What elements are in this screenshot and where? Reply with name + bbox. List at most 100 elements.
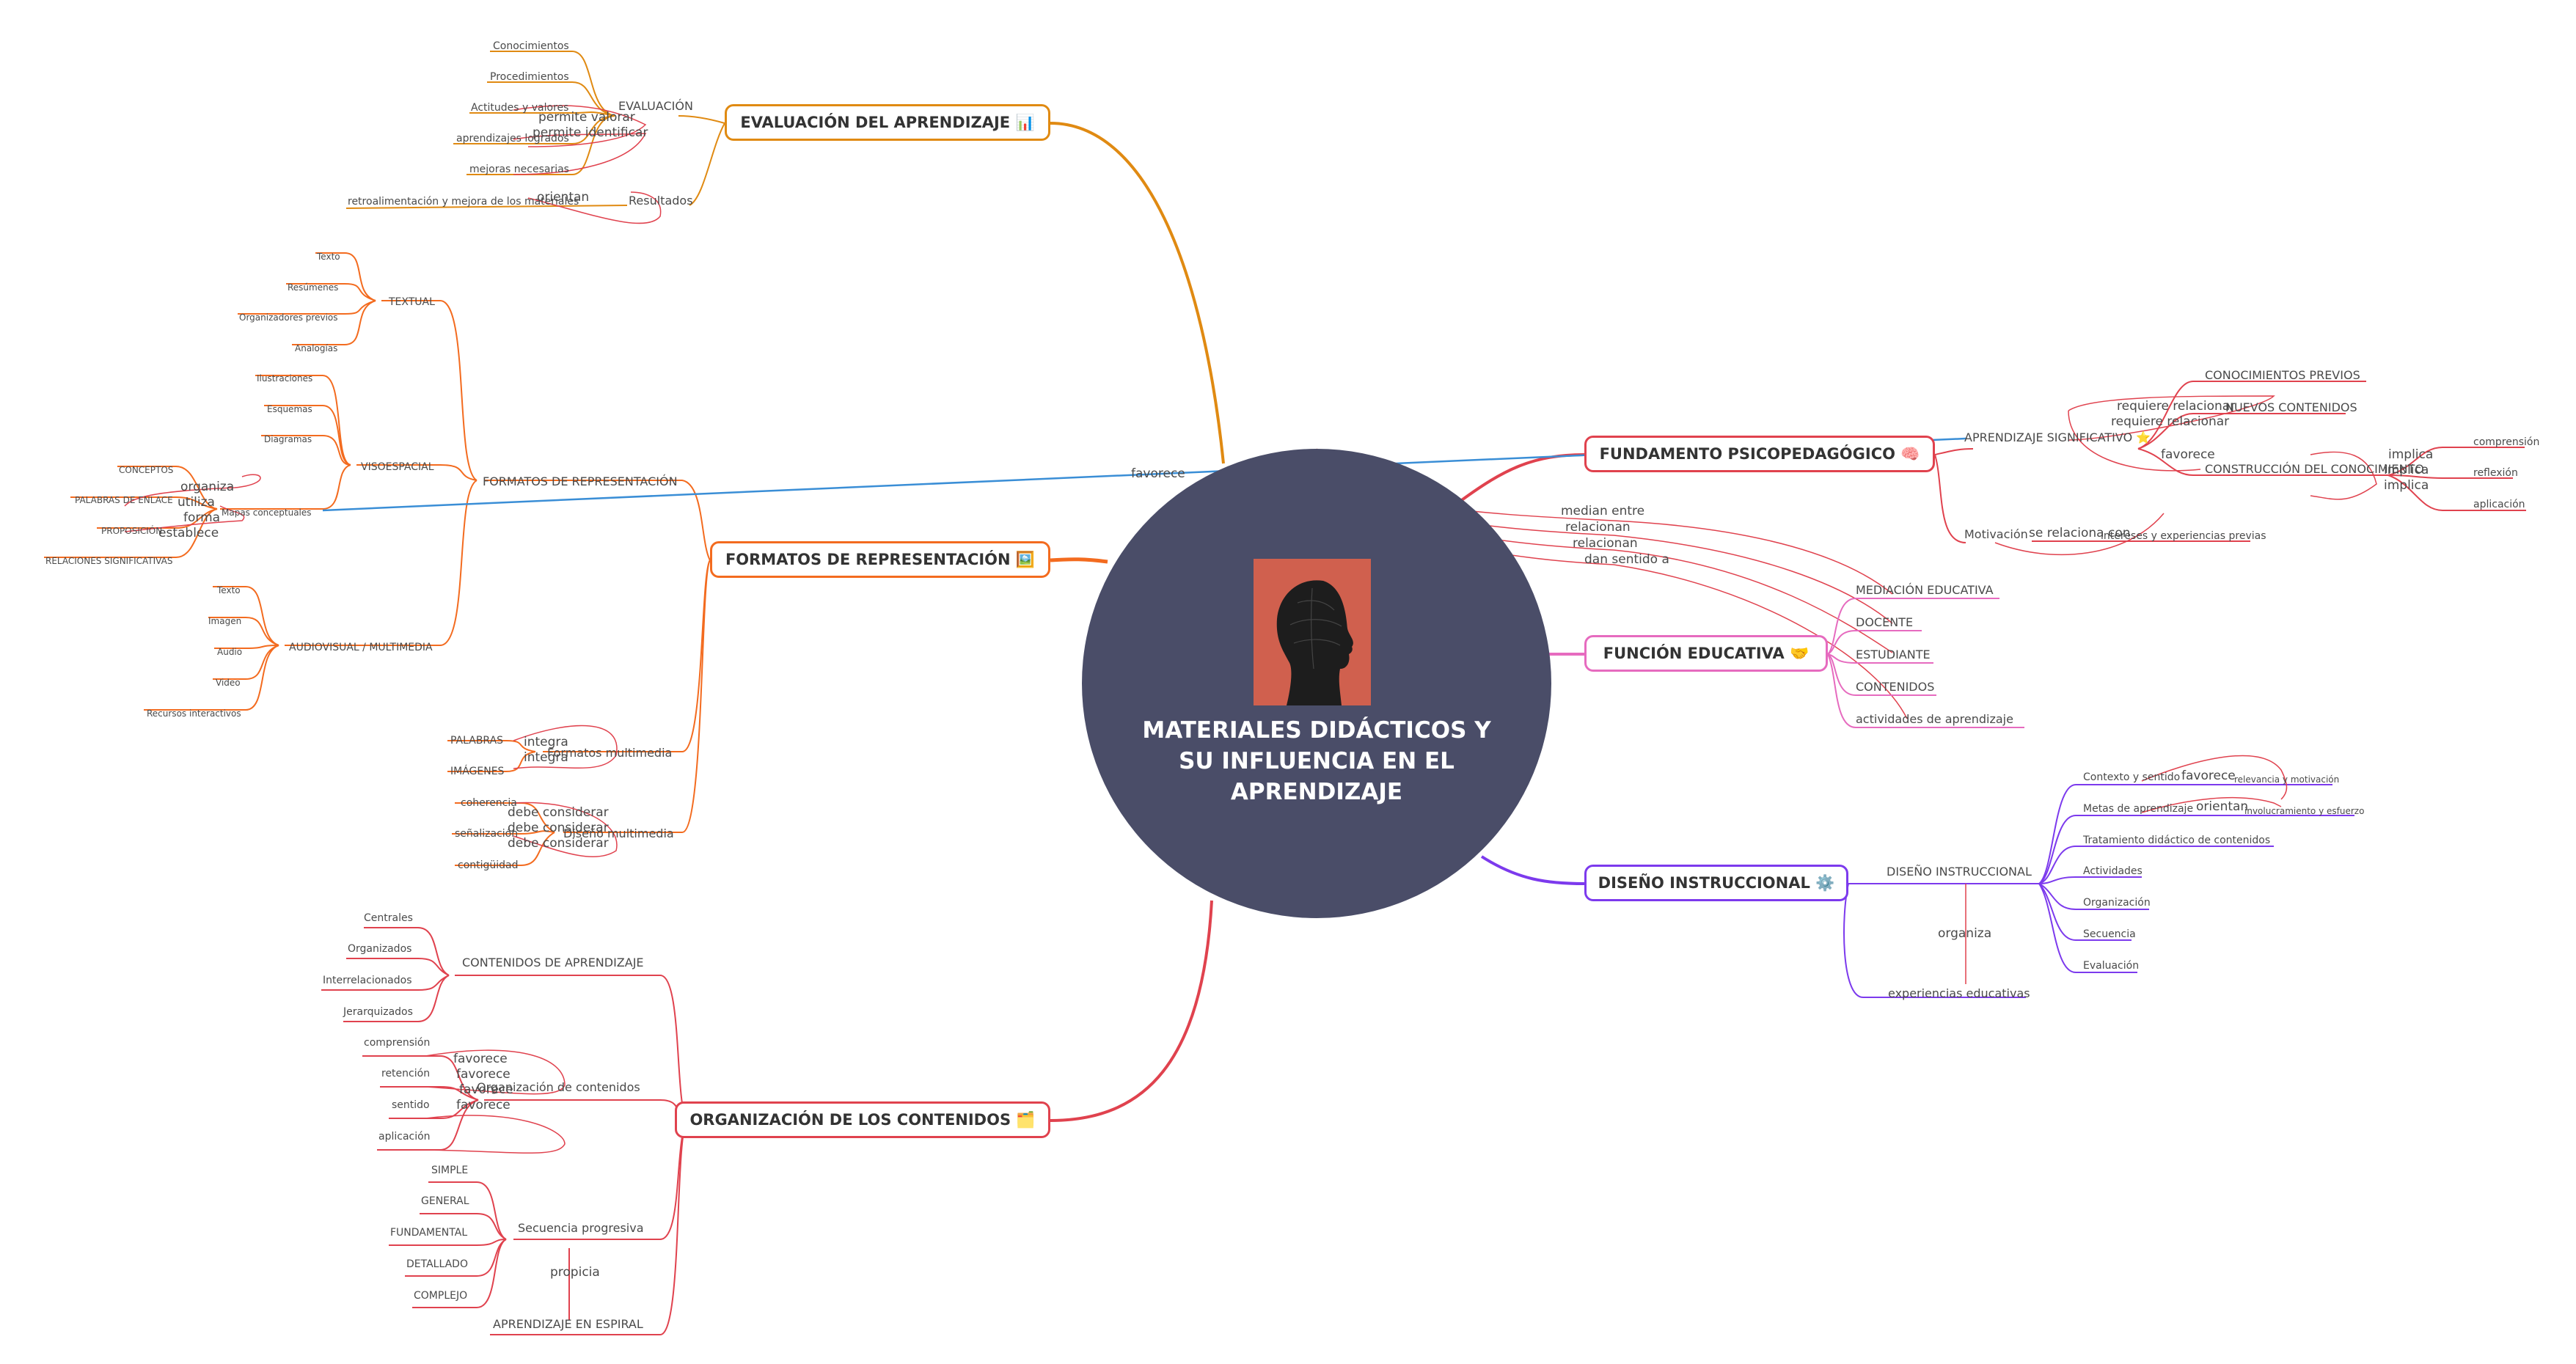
- node-aprendizaje-significativo[interactable]: APRENDIZAJE SIGNIFICATIVO ⭐: [1964, 430, 2151, 444]
- branch-diseno[interactable]: DISEÑO INSTRUCCIONAL ⚙️: [1584, 865, 1848, 901]
- branch-curve-organizacion: [1050, 900, 1213, 1122]
- sec-general[interactable]: GENERAL: [421, 1195, 469, 1207]
- relation-organiza-diseno: organiza: [1938, 926, 1992, 941]
- node-intereses[interactable]: intereses y experiencias previas: [2101, 530, 2266, 542]
- av-recursos[interactable]: Recursos interactivos: [147, 708, 241, 719]
- funcion-actividades[interactable]: actividades de aprendizaje: [1856, 712, 2013, 726]
- mapas-proposicion[interactable]: PROPOSICIÓN: [101, 526, 163, 536]
- textual-organizadores[interactable]: Organizadores previos: [239, 312, 338, 323]
- node-diseno-multimedia[interactable]: Diseño multimedia: [563, 826, 674, 840]
- relation-permite-valorar: permite valorar: [538, 110, 635, 125]
- node-diseno-instruccional[interactable]: DISEÑO INSTRUCCIONAL: [1887, 865, 2032, 879]
- cont-organizados[interactable]: Organizados: [348, 943, 412, 955]
- dm-senalizacion[interactable]: señalización: [455, 828, 519, 840]
- di-tratamiento[interactable]: Tratamiento didáctico de contenidos: [2083, 835, 2271, 846]
- organizacion-relations: [425, 1049, 566, 1154]
- node-aprendizaje-espiral[interactable]: APRENDIZAJE EN ESPIRAL: [493, 1317, 643, 1331]
- funcion-estudiante[interactable]: ESTUDIANTE: [1856, 648, 1931, 661]
- di-secuencia[interactable]: Secuencia: [2083, 928, 2136, 940]
- di-involucramiento[interactable]: involucramiento y esfuerzo: [2244, 806, 2365, 816]
- fund-construccion[interactable]: CONSTRUCCIÓN DEL CONOCIMIENTO: [2205, 462, 2424, 476]
- cons-aplicacion[interactable]: aplicación: [2473, 499, 2525, 510]
- org-aplicacion[interactable]: aplicación: [378, 1131, 431, 1143]
- mapas-relaciones[interactable]: RELACIONES SIGNIFICATIVAS: [45, 556, 173, 566]
- node-visoespacial[interactable]: VISOESPACIAL: [361, 461, 434, 473]
- dm-coherencia[interactable]: coherencia: [461, 797, 517, 809]
- cons-reflexion[interactable]: reflexión: [2473, 467, 2518, 479]
- branch-fundamento[interactable]: FUNDAMENTO PSICOPEDAGÓGICO 🧠: [1584, 436, 1935, 472]
- node-motivacion[interactable]: Motivación: [1964, 527, 2028, 541]
- fund-conocimientos-previos[interactable]: CONOCIMIENTOS PREVIOS: [2205, 368, 2360, 382]
- diseno-relations: [1965, 755, 2288, 984]
- dm-contiguidad[interactable]: contigüidad: [458, 859, 519, 871]
- textual-resumenes[interactable]: Resúmenes: [288, 282, 339, 293]
- mm-palabras[interactable]: PALABRAS: [450, 735, 504, 747]
- item-actitudes[interactable]: Actitudes y valores: [471, 102, 569, 114]
- di-evaluacion[interactable]: Evaluación: [2083, 960, 2140, 972]
- org-retencion[interactable]: retención: [381, 1068, 431, 1079]
- relation-favorece-2: favorece: [456, 1067, 511, 1082]
- av-imagen[interactable]: Imagen: [208, 616, 242, 626]
- di-actividades[interactable]: Actividades: [2083, 865, 2143, 877]
- branch-funcion[interactable]: FUNCIÓN EDUCATIVA 🤝: [1584, 635, 1828, 672]
- branch-curve-evaluacion: [1050, 122, 1225, 464]
- node-textual[interactable]: TEXTUAL: [389, 296, 435, 308]
- sec-detallado[interactable]: DETALLADO: [406, 1258, 468, 1270]
- relation-implica-1: implica: [2388, 447, 2434, 462]
- relation-debe-considerar-1: debe considerar: [508, 805, 609, 820]
- av-video[interactable]: Video: [216, 678, 241, 688]
- relation-propicia: propicia: [550, 1265, 600, 1280]
- viso-diagramas[interactable]: Diagramas: [264, 434, 312, 444]
- di-relevancia[interactable]: relevancia y motivación: [2234, 774, 2340, 785]
- org-sentido[interactable]: sentido: [392, 1099, 430, 1111]
- node-contenidos-aprendizaje[interactable]: CONTENIDOS DE APRENDIZAJE: [462, 956, 644, 969]
- node-audiovisual[interactable]: AUDIOVISUAL / MULTIMEDIA: [289, 642, 433, 653]
- av-texto[interactable]: Texto: [217, 585, 241, 595]
- cont-centrales[interactable]: Centrales: [364, 912, 413, 924]
- relation-favorece-diseno: favorece: [2181, 769, 2236, 783]
- node-resultados[interactable]: Resultados: [629, 194, 693, 208]
- di-organizacion[interactable]: Organización: [2083, 897, 2151, 909]
- relation-se-relaciona-con: se relaciona con: [2029, 526, 2131, 540]
- di-metas[interactable]: Metas de aprendizaje: [2083, 803, 2194, 815]
- av-audio[interactable]: Audio: [217, 647, 243, 657]
- textual-analogias[interactable]: Analogías: [295, 343, 338, 353]
- branch-evaluacion[interactable]: EVALUACIÓN DEL APRENDIZAJE 📊: [725, 104, 1050, 141]
- item-retroalimentacion[interactable]: retroalimentación y mejora de los materi…: [348, 196, 579, 208]
- sec-fundamental[interactable]: FUNDAMENTAL: [390, 1227, 468, 1239]
- node-organizacion-contenidos[interactable]: Organización de contenidos: [477, 1080, 640, 1094]
- funcion-docente[interactable]: DOCENTE: [1856, 615, 1914, 629]
- funcion-lines: [1827, 598, 2024, 728]
- cons-comprension[interactable]: comprensión: [2473, 436, 2540, 448]
- node-evaluacion[interactable]: EVALUACIÓN: [618, 99, 693, 113]
- cont-jerarquizados[interactable]: Jerarquizados: [343, 1006, 413, 1018]
- node-experiencias-educativas[interactable]: experiencias educativas: [1888, 986, 2030, 1000]
- fund-nuevos-contenidos[interactable]: NUEVOS CONTENIDOS: [2225, 400, 2357, 414]
- relation-implica-2: implica: [2384, 463, 2429, 477]
- org-comprension[interactable]: comprensión: [364, 1037, 431, 1049]
- branch-organizacion[interactable]: ORGANIZACIÓN DE LOS CONTENIDOS 🗂️: [675, 1101, 1050, 1138]
- item-conocimientos[interactable]: Conocimientos: [493, 40, 569, 52]
- branch-curve-fundamento: [1458, 453, 1585, 503]
- funcion-mediacion[interactable]: MEDIACIÓN EDUCATIVA: [1856, 583, 1994, 597]
- item-procedimientos[interactable]: Procedimientos: [490, 71, 569, 83]
- mm-imagenes[interactable]: IMÁGENES: [450, 766, 505, 777]
- mapas-palabras-enlace[interactable]: PALABRAS DE ENLACE: [75, 495, 173, 505]
- di-contexto[interactable]: Contexto y sentido: [2083, 771, 2181, 783]
- item-aprendizajes-logrados[interactable]: aprendizajes logrados: [456, 133, 569, 144]
- viso-esquemas[interactable]: Esquemas: [267, 404, 312, 414]
- human-head-silhouette-icon: [1254, 559, 1371, 705]
- node-formatos-representacion[interactable]: FORMATOS DE REPRESENTACIÓN: [483, 474, 678, 488]
- cont-interrelacionados[interactable]: Interrelacionados: [323, 975, 412, 986]
- item-mejoras-necesarias[interactable]: mejoras necesarias: [469, 164, 569, 175]
- branch-formatos[interactable]: FORMATOS DE REPRESENTACIÓN 🖼️: [710, 541, 1050, 578]
- funcion-contenidos[interactable]: CONTENIDOS: [1856, 680, 1935, 694]
- node-secuencia-progresiva[interactable]: Secuencia progresiva: [518, 1221, 644, 1235]
- mapas-conceptos[interactable]: CONCEPTOS: [119, 465, 174, 475]
- sec-simple[interactable]: SIMPLE: [431, 1165, 469, 1176]
- viso-mapas-conceptuales[interactable]: Mapas conceptuales: [222, 507, 312, 518]
- sec-complejo[interactable]: COMPLEJO: [414, 1290, 468, 1302]
- textual-texto[interactable]: Texto: [317, 252, 340, 262]
- viso-ilustraciones[interactable]: Ilustraciones: [257, 373, 313, 384]
- node-formatos-multimedia[interactable]: Formatos multimedia: [547, 746, 673, 760]
